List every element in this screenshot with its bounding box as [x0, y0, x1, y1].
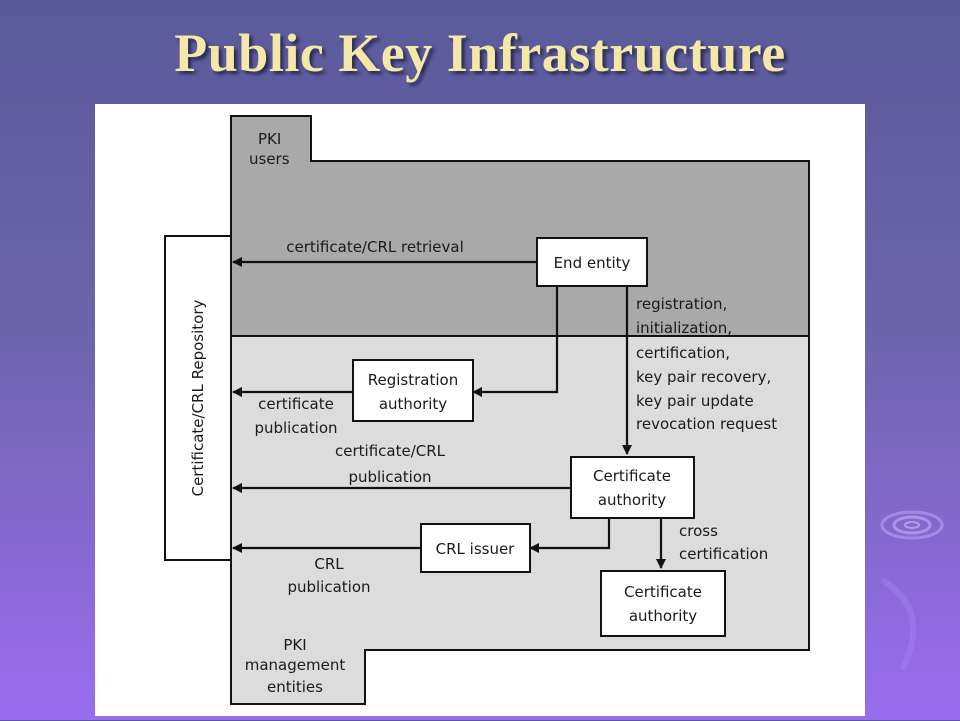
pki-users-label-line1: PKI	[258, 130, 281, 148]
end-entity-node: End entity	[536, 237, 648, 287]
certificate-authority-2-label-line2: authority	[629, 607, 697, 625]
end-entity-label: End entity	[554, 254, 631, 272]
management-ops-label-line2: initialization,	[636, 319, 732, 337]
crl-publication-label-line1: CRL	[314, 555, 344, 573]
management-ops-label-line1: registration,	[636, 295, 727, 313]
ca-publication-label-line2: publication	[348, 468, 431, 486]
ca-publication-label-line1: certificate/CRL	[335, 442, 446, 460]
ra-publication-label-line2: publication	[254, 419, 337, 437]
management-ops-label-line6: revocation request	[636, 415, 777, 433]
cross-certification-label-line2: certification	[679, 545, 768, 563]
certificate-authority-2-node: Certificate authority	[600, 570, 726, 637]
management-ops-label-line4: key pair recovery,	[636, 368, 771, 386]
retrieval-label: certificate/CRL retrieval	[286, 238, 464, 256]
management-ops-label-line3: certification,	[636, 344, 730, 362]
ca-to-crl-issuer-arrow	[529, 518, 611, 553]
registration-authority-node: Registration authority	[352, 359, 474, 422]
certificate-authority-label-line2: authority	[598, 491, 666, 509]
pki-diagram-figure: PKI users PKI management entities Certif…	[95, 104, 865, 716]
crl-publication-label-line2: publication	[287, 578, 370, 596]
certificate-authority-node: Certificate authority	[570, 456, 695, 519]
crl-issuer-node: CRL issuer	[420, 523, 531, 573]
pki-users-label-line2: users	[249, 150, 290, 168]
slide-title: Public Key Infrastructure	[174, 23, 786, 83]
pki-diagram: PKI users PKI management entities Certif…	[164, 115, 810, 705]
pki-management-label-line3: entities	[267, 678, 323, 696]
ee-to-ra-arrow	[472, 286, 559, 397]
management-ops-label-line5: key pair update	[636, 392, 754, 410]
registration-authority-label-line2: authority	[379, 395, 447, 413]
swirl-decoration	[880, 510, 944, 672]
certificate-authority-2-label-line1: Certificate	[624, 583, 702, 601]
certificate-crl-repository	[164, 235, 232, 561]
repository-label: Certificate/CRL Repository	[189, 300, 207, 497]
crl-issuer-label: CRL issuer	[436, 540, 516, 558]
pki-management-label-line2: management	[245, 656, 346, 674]
certificate-authority-label-line1: Certificate	[593, 467, 671, 485]
cross-certification-label-line1: cross	[679, 522, 718, 540]
registration-authority-label-line1: Registration	[368, 371, 458, 389]
pki-management-label-line1: PKI	[283, 636, 306, 654]
ra-publication-label-line1: certificate	[258, 395, 334, 413]
